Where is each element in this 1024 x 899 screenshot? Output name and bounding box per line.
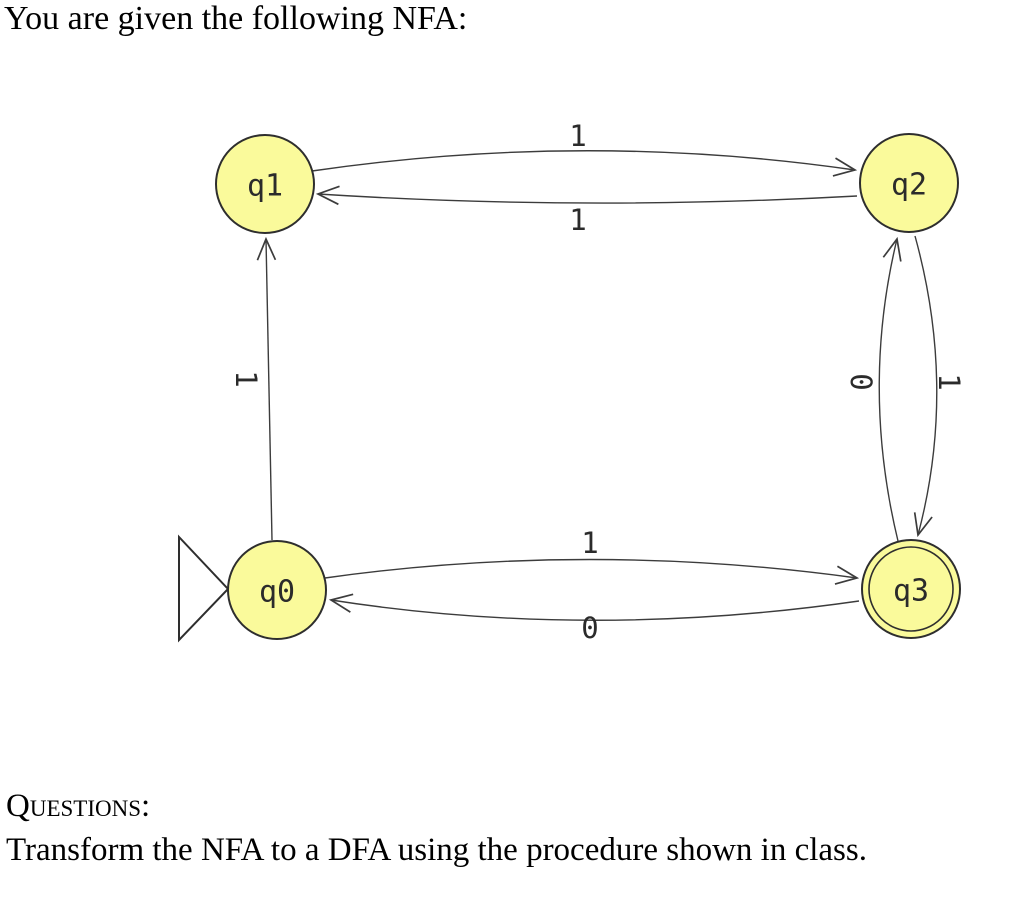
state-q2: q2: [859, 133, 959, 233]
start-arrow: [178, 534, 230, 643]
edge-q1-q2: [311, 150, 855, 171]
state-q1-circle: [215, 134, 315, 234]
state-q0: q0: [227, 540, 327, 640]
intro-text: You are given the following NFA:: [4, 0, 468, 37]
edge-label-q0-q1: 1: [229, 370, 263, 387]
state-q3-circle: [861, 539, 961, 639]
questions-block: Questions: Transform the NFA to a DFA us…: [6, 784, 867, 872]
edge-q0-q3: [324, 558, 857, 579]
state-q3-label: q3: [893, 574, 929, 609]
edge-label-q0-q3: 1: [581, 526, 598, 560]
state-q0-label: q0: [259, 575, 295, 610]
state-q2-circle: [859, 133, 959, 233]
edge-q0-q1: [266, 239, 272, 541]
state-q3-inner-circle: [868, 546, 954, 632]
edge-q2-q3: [915, 235, 938, 535]
edge-q3-q2: [878, 239, 898, 542]
state-q2-label: q2: [891, 168, 927, 203]
edge-q3-q0: [331, 600, 860, 621]
edge-label-q3-q0: 0: [581, 611, 598, 645]
questions-text: Transform the NFA to a DFA using the pro…: [6, 832, 867, 868]
state-q1: q1: [215, 134, 315, 234]
state-q1-label: q1: [247, 169, 283, 204]
edge-q2-q1: [318, 194, 858, 203]
state-q3-accepting: q3: [861, 539, 961, 639]
edge-label-q2-q3: 1: [932, 373, 966, 390]
questions-heading: Questions:: [6, 788, 151, 824]
edge-label-q2-q1: 1: [569, 203, 586, 237]
edge-label-q3-q2: 0: [844, 373, 878, 390]
state-q0-circle: [227, 540, 327, 640]
edge-label-q1-q2: 1: [569, 119, 586, 153]
